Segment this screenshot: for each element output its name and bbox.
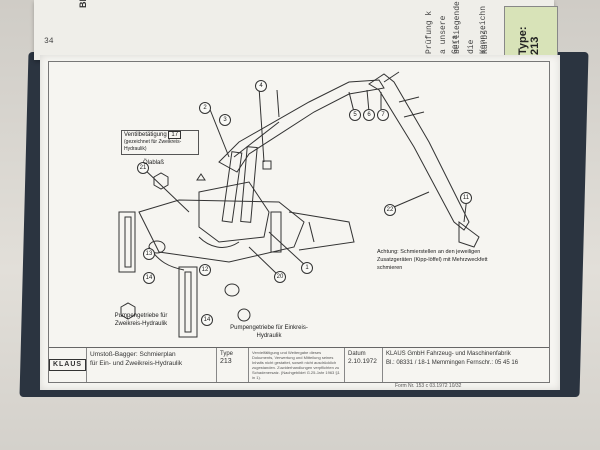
form-number: Form Nr. 153 c 03.1972 10/32 bbox=[395, 383, 462, 389]
callout-1: 1 bbox=[301, 262, 313, 274]
callout-13: 13 bbox=[143, 248, 155, 260]
callout-2: 2 bbox=[199, 102, 211, 114]
klaus-logo: KLAUS bbox=[48, 359, 87, 371]
upper-text-line-5: Kurbs- bbox=[481, 25, 490, 54]
callout-20: 20 bbox=[274, 271, 286, 283]
triangle-symbol bbox=[196, 173, 206, 181]
pump-einkreis bbox=[224, 283, 240, 297]
square-symbol bbox=[262, 160, 272, 170]
callout-21: 21 bbox=[137, 162, 149, 174]
outrigger-left-rear bbox=[178, 266, 198, 338]
type-value: 213 bbox=[220, 358, 232, 365]
hex-symbol-1 bbox=[153, 172, 169, 190]
upper-text-line-1: Prüfung k bbox=[425, 10, 434, 54]
achtung-note: Achtung: Schmierstellen an den jeweilige… bbox=[377, 249, 488, 271]
cylinder-right bbox=[240, 146, 258, 223]
title-block: KLAUS Umstoß-Bagger: Schmierplan für Ein… bbox=[48, 347, 549, 382]
outrigger-left-front bbox=[118, 211, 136, 273]
title-cell: Umstoß-Bagger: Schmierplan für Ein- und … bbox=[87, 348, 217, 382]
schematic-sheet: 4 2 3 5 6 7 21 22 11 1 20 13 14 12 14 Ve… bbox=[40, 55, 560, 390]
title-line-2: für Ein- und Zweikreis-Hydraulik bbox=[90, 360, 183, 367]
upper-text-line-3: beiliegende bbox=[453, 1, 462, 54]
ventil-label: Ventilbetätigung bbox=[124, 132, 167, 138]
callout-12: 12 bbox=[199, 264, 211, 276]
date-cell: Datum 2.10.1972 bbox=[345, 348, 383, 382]
bucket-link bbox=[458, 221, 480, 248]
type-label: Type bbox=[220, 351, 234, 357]
type-tab: Type: 213 bbox=[504, 6, 558, 56]
excavator-drawing bbox=[118, 71, 480, 338]
boom bbox=[218, 79, 385, 173]
hex-symbol-2 bbox=[120, 302, 136, 320]
callout-5: 5 bbox=[349, 109, 361, 121]
swing-post bbox=[198, 181, 270, 243]
datum-label: Datum bbox=[348, 351, 366, 357]
ventil-note: (gezeichnet für Zweikreis-Hydraulik) bbox=[124, 139, 182, 152]
callout-7: 7 bbox=[377, 109, 389, 121]
pump-zweikreis-label: Pumpengetriebe für Zweikreis-Hydraulik bbox=[114, 313, 168, 327]
callout-4: 4 bbox=[255, 80, 267, 92]
ventil-number: 17 bbox=[168, 131, 182, 139]
olablass-label: Ölablaß bbox=[143, 160, 165, 166]
title-line-1: Umstoß-Bagger: Schmierplan bbox=[90, 351, 176, 358]
callout-14: 14 bbox=[143, 272, 155, 284]
callout-22: 22 bbox=[384, 204, 396, 216]
datum-value: 2.10.1972 bbox=[348, 358, 377, 365]
outrigger-right bbox=[270, 211, 282, 253]
callout-3: 3 bbox=[219, 114, 231, 126]
company-line-2: Bl.: 08331 / 18-1 Memmingen Fernschr.: 0… bbox=[386, 360, 519, 366]
blatt-label: Blatt-Nr. bbox=[78, 0, 88, 8]
type-cell: Type 213 bbox=[217, 348, 249, 382]
company-line-1: KLAUS GmbH Fahrzeug- und Maschinenfabrik bbox=[386, 351, 511, 357]
blatt-number: 34 bbox=[44, 37, 54, 46]
ventil-box: Ventilbetätigung 17 (gezeichnet für Zwei… bbox=[121, 130, 199, 155]
drawing-frame: 4 2 3 5 6 7 21 22 11 1 20 13 14 12 14 Ve… bbox=[48, 61, 550, 383]
company-cell: KLAUS GmbH Fahrzeug- und Maschinenfabrik… bbox=[383, 348, 549, 382]
pump-einkreis-label: Pumpengetriebe für Einkreis-Hydraulik bbox=[230, 325, 308, 339]
callout-11: 11 bbox=[460, 192, 472, 204]
base-frame-right bbox=[288, 211, 355, 251]
notes-cell: Vervielfältigung und Weitergabe dieses D… bbox=[249, 348, 345, 382]
pump-zweikreis bbox=[148, 240, 166, 254]
logo-cell: KLAUS bbox=[48, 348, 87, 382]
previous-page: Blatt-Nr. 34 Prüfung k a unsere Gera bei… bbox=[34, 0, 558, 60]
dipper-arm bbox=[368, 73, 470, 231]
circle-symbol bbox=[237, 308, 251, 322]
callout-14b: 14 bbox=[201, 314, 213, 326]
callout-6: 6 bbox=[363, 109, 375, 121]
base-frame bbox=[138, 199, 305, 263]
